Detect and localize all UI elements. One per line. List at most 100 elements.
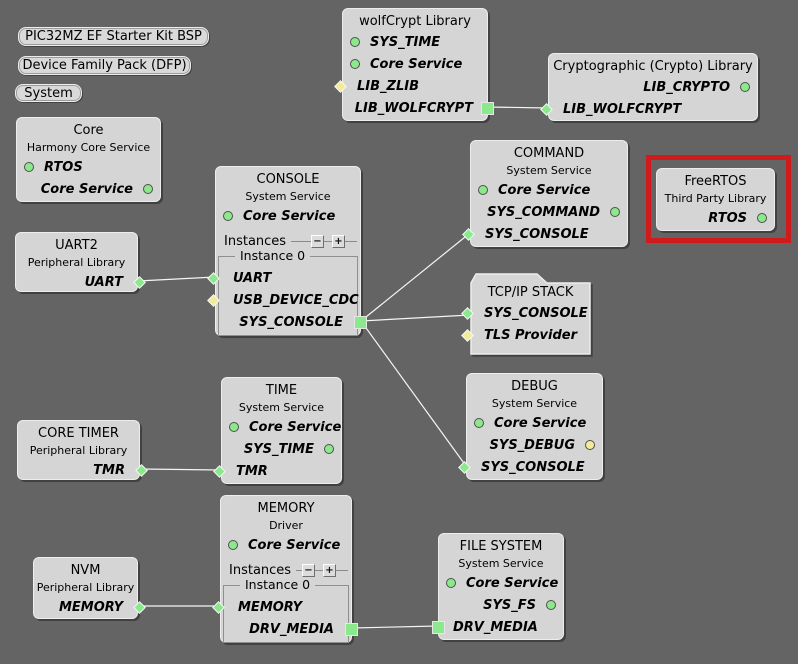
- port-label: DRV_MEDIA: [453, 619, 538, 635]
- toolbox-label-system[interactable]: System: [15, 84, 82, 102]
- port-row: SYS_CONSOLE: [219, 311, 367, 333]
- port-circle-green-icon[interactable]: [143, 184, 153, 194]
- port-label: Core Service: [498, 182, 591, 198]
- instance-remove-button[interactable]: −: [311, 234, 324, 248]
- separator-line: [315, 569, 323, 571]
- port-circle-green-icon[interactable]: [223, 211, 233, 221]
- port-row: SYS_TIME: [222, 438, 341, 460]
- node-title: NVM: [70, 563, 101, 578]
- port-label: SYS_CONSOLE: [485, 226, 589, 242]
- node-title: FreeRTOS: [684, 174, 747, 189]
- separator-line: [296, 569, 302, 571]
- instance-add-button[interactable]: +: [323, 563, 336, 577]
- instance-remove-button[interactable]: −: [302, 563, 315, 577]
- node-title: UART2: [55, 238, 98, 253]
- port-row: UART: [207, 267, 357, 289]
- port-row: RTOS: [17, 156, 160, 178]
- port-square-green-icon[interactable]: [481, 101, 494, 115]
- port-circle-green-icon[interactable]: [324, 444, 334, 454]
- port-label: SYS_TIME: [243, 441, 314, 457]
- port-label: TMR: [236, 463, 268, 479]
- port-row: LIB_CRYPTO: [549, 76, 757, 98]
- port-square-green-icon[interactable]: [432, 620, 445, 634]
- node-title: CORE TIMER: [38, 426, 119, 441]
- port-label: Core Service: [243, 208, 336, 224]
- connection-line[interactable]: [360, 320, 467, 467]
- port-circle-green-icon[interactable]: [478, 185, 488, 195]
- port-circle-green-icon[interactable]: [474, 418, 484, 428]
- port-circle-green-icon[interactable]: [229, 422, 239, 432]
- connection-line[interactable]: [351, 625, 439, 629]
- toolbox-label-bsp[interactable]: PIC32MZ EF Starter Kit BSP: [18, 27, 209, 46]
- instance-add-button[interactable]: +: [332, 234, 345, 248]
- port-label: TMR: [93, 462, 125, 478]
- port-label: DRV_MEDIA: [249, 621, 334, 637]
- node-title: Core: [73, 123, 104, 138]
- node-subtitle: Harmony Core Service: [26, 141, 151, 154]
- connection-line[interactable]: [139, 468, 222, 471]
- port-row: Core Service: [471, 179, 627, 201]
- port-circle-green-icon[interactable]: [446, 578, 456, 588]
- port-circle-green-icon[interactable]: [24, 162, 34, 172]
- port-circle-green-icon[interactable]: [757, 213, 767, 223]
- highlight-box: [646, 155, 791, 243]
- node-subtitle: Third Party Library: [664, 192, 767, 205]
- port-circle-green-icon[interactable]: [610, 207, 620, 217]
- port-row: LIB_WOLFCRYPT: [343, 97, 494, 119]
- port-circle-green-icon[interactable]: [228, 540, 238, 550]
- separator-line: [324, 240, 332, 242]
- node-subtitle: System Service: [245, 190, 331, 203]
- node-subtitle: Driver: [269, 519, 303, 532]
- port-row: TMR: [213, 460, 341, 482]
- node-title: TIME: [265, 383, 298, 398]
- connection-line[interactable]: [487, 106, 549, 109]
- port-row: SYS_TIME: [343, 31, 487, 53]
- connection-line[interactable]: [360, 232, 471, 322]
- connection-line[interactable]: [137, 276, 216, 282]
- node-subtitle: Peripheral Library: [27, 256, 126, 269]
- port-row: UART: [16, 271, 146, 293]
- folder-shape: [470, 273, 591, 355]
- port-label: SYS_DEBUG: [489, 437, 575, 453]
- instance-group-label: Instance 0: [240, 577, 316, 592]
- port-circle-green-icon[interactable]: [350, 59, 360, 69]
- instances-row: Instances−+: [221, 560, 351, 580]
- port-circle-green-icon[interactable]: [350, 37, 360, 47]
- port-circle-green-icon[interactable]: [546, 600, 556, 610]
- port-row: LIB_WOLFCRYPT: [540, 98, 757, 120]
- instances-label: Instances: [224, 233, 287, 249]
- port-row: SYS_DEBUG: [467, 434, 602, 456]
- port-row: Core Service: [343, 53, 487, 75]
- port-label: LIB_WOLFCRYPT: [354, 100, 473, 116]
- separator-line: [336, 569, 348, 571]
- toolbox-label-dfp[interactable]: Device Family Pack (DFP): [18, 56, 191, 75]
- port-label: SYS_COMMAND: [487, 204, 600, 220]
- port-row: MEMORY: [212, 596, 348, 618]
- node-title: wolfCrypt Library: [359, 14, 471, 29]
- port-square-green-icon[interactable]: [345, 622, 358, 636]
- port-square-green-icon[interactable]: [354, 315, 367, 329]
- connection-line[interactable]: [360, 314, 471, 322]
- port-label: LIB_ZLIB: [357, 78, 419, 94]
- port-label: SYS_CONSOLE: [239, 314, 343, 330]
- port-row: SYS_COMMAND: [471, 201, 627, 223]
- port-circle-green-icon[interactable]: [740, 82, 750, 92]
- port-circle-yellow-icon[interactable]: [585, 440, 595, 450]
